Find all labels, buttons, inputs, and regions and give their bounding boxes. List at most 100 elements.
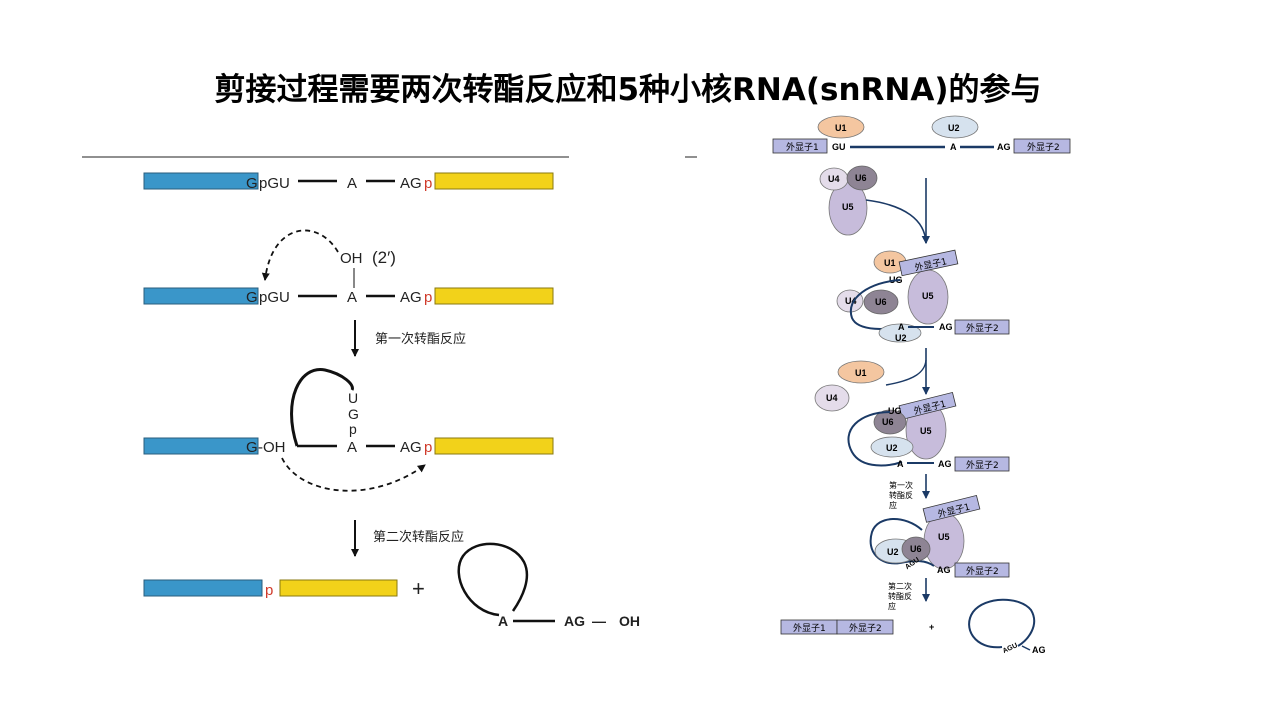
exon2-box [836,619,894,635]
exon1-box [898,249,959,277]
svg-text:U1: U1 [884,258,896,268]
g-label: G [246,175,258,192]
svg-text:U2: U2 [887,547,899,557]
phosphate-label: p [424,175,432,192]
exon2-bar [434,172,554,190]
svg-text:+: + [929,622,934,632]
svg-text:p: p [265,582,273,599]
svg-text:应: 应 [889,500,897,510]
u6-snrna [863,289,899,315]
svg-text:G: G [246,289,258,306]
exon1-bar [143,287,259,305]
plus-sign: + [412,576,425,601]
exon1-bar [143,437,259,455]
exon2-bar [434,287,554,305]
svg-text:OH: OH [619,613,640,629]
pgu-label: pGU [259,175,290,192]
svg-text:U5: U5 [842,202,854,212]
svg-text:转酯反: 转酯反 [888,591,912,601]
svg-text:U5: U5 [920,426,932,436]
exon2-box [954,456,1010,472]
exon2-box [1013,138,1071,154]
u2-snrna [931,115,979,139]
svg-text:外显子1: 外显子1 [786,141,819,153]
lariat-loop [290,368,354,447]
svg-text:AG: AG [400,289,422,306]
svg-text:U1: U1 [855,368,867,378]
svg-text:A: A [347,289,357,306]
left-step3: U G p G -OH A AG p [143,368,554,492]
svg-text:外显子2: 外显子2 [966,459,999,471]
exon2-box [954,562,1010,578]
exon1-bar [143,172,259,190]
attack-arrow-1 [261,229,339,281]
svg-text:外显子2: 外显子2 [1027,141,1060,153]
u6-snrna [846,165,878,191]
svg-text:U4: U4 [826,393,838,403]
svg-text:U2: U2 [895,333,907,343]
svg-text:U2: U2 [886,443,898,453]
exon1-box [922,494,981,523]
u6-snrna [873,409,907,435]
svg-text:U5: U5 [938,532,950,542]
left-step1: G pGU A AG p [143,172,554,192]
svg-text:U5: U5 [922,291,934,301]
ag-label: AG [400,175,422,192]
exon1-box [898,391,957,420]
svg-text:—: — [592,613,606,629]
u1-snrna [817,115,865,139]
svg-text:外显子2: 外显子2 [966,322,999,334]
svg-text:G: G [246,439,258,456]
svg-text:外显子1: 外显子1 [793,622,826,634]
svg-text:应: 应 [888,601,896,611]
svg-text:第一次: 第一次 [889,480,913,490]
svg-text:U2: U2 [948,123,960,133]
svg-text:AG: AG [939,322,953,332]
svg-text:AG: AG [997,142,1011,152]
svg-text:p: p [424,289,432,306]
exon2-bar [279,579,398,597]
svg-text:AG: AG [564,613,585,629]
u2-snrna [870,436,914,458]
svg-text:AG: AG [1032,645,1046,655]
svg-text:U: U [348,390,358,406]
svg-text:-OH: -OH [258,439,286,456]
svg-text:U6: U6 [882,417,894,427]
left-step2: OH (2′) G pGU A AG p [143,229,554,306]
svg-text:第二次: 第二次 [888,581,912,591]
svg-text:U6: U6 [855,173,867,183]
lariat-product [968,598,1036,649]
u2-snrna [878,323,922,343]
svg-text:GU: GU [832,142,846,152]
right-panel: U1 U2 外显子1 GU A AG 外显子2 U4 U6 U5 U1 U5 外… [772,115,1071,655]
svg-text:A: A [347,439,357,456]
svg-text:UG: UG [888,406,902,416]
oh-position: (2′) [372,248,396,267]
slide-title: 剪接过程需要两次转酯反应和5种小核RNA(snRNA)的参与 [214,72,1042,108]
svg-text:A: A [898,322,905,332]
svg-text:G: G [348,406,359,422]
attack-arrow-2 [281,457,426,492]
svg-text:U4: U4 [845,296,857,306]
reaction1-label: 第一次转酯反应 [375,331,466,347]
reaction2-label: 第二次转酯反应 [373,529,464,545]
u4-snrna [814,384,850,412]
exon2-box [954,319,1010,335]
exon1-box [772,138,828,154]
u1-snrna [837,360,885,384]
exon1-bar [143,579,263,597]
svg-text:转酯反: 转酯反 [889,490,913,500]
svg-text:A: A [950,142,957,152]
svg-text:A: A [498,613,508,629]
svg-text:外显子2: 外显子2 [966,565,999,577]
svg-text:AG: AG [400,439,422,456]
svg-text:A: A [897,459,904,469]
svg-text:p: p [424,439,432,456]
svg-text:U1: U1 [835,123,847,133]
svg-text:U4: U4 [828,174,840,184]
exon2-bar [434,437,554,455]
u6-snrna [901,536,931,562]
svg-text:AG: AG [937,565,951,575]
svg-text:AG: AG [938,459,952,469]
lariat-product [457,542,529,617]
